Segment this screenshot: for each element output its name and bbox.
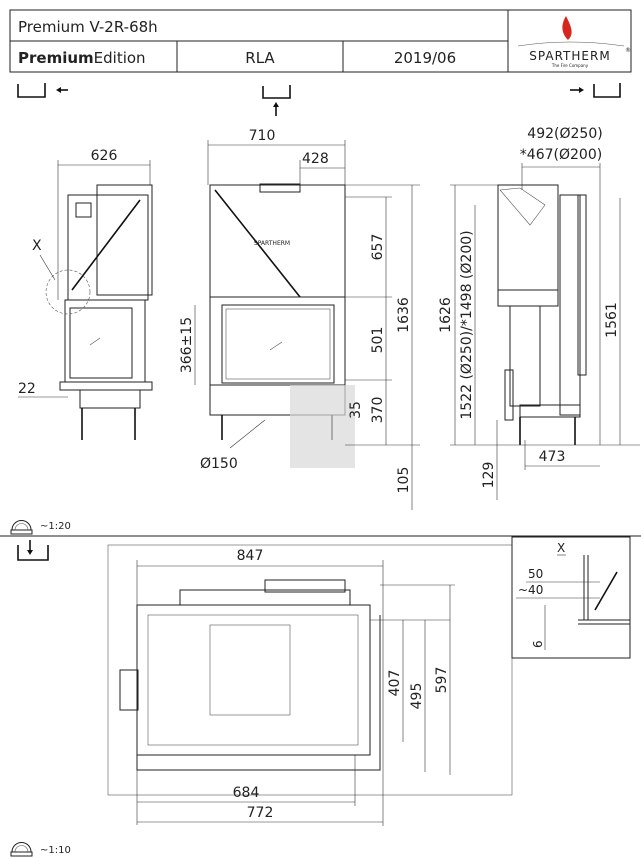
dim-847: 847: [237, 548, 264, 564]
detail-marker-x: X: [32, 238, 42, 254]
plan-view: 847 407 495 597 684 772: [107, 544, 513, 826]
right-side-view: 492(Ø250) *467(Ø200) 1626 1522 (Ø250)/*1…: [438, 126, 640, 500]
scale-icon: [10, 520, 33, 535]
svg-text:SPARTHERM: SPARTHERM: [529, 49, 610, 63]
dim-428: 428: [302, 151, 329, 167]
detail-dim-40: ~40: [518, 583, 543, 597]
dim-710: 710: [249, 128, 276, 144]
model-name: Premium V-2R-68h: [18, 18, 158, 36]
dim-407: 407: [387, 670, 403, 697]
left-side-view: 626 X 22: [18, 148, 153, 440]
scale-1-10: ~1:10: [40, 845, 71, 856]
dim-370: 370: [370, 397, 386, 424]
svg-text:SPARTHERM: SPARTHERM: [254, 240, 290, 247]
view-left-icon: [17, 83, 68, 98]
view-front-icon: [262, 85, 291, 116]
dim-1522: 1522 (Ø250)/*1498 (Ø200): [459, 230, 475, 419]
watermark: [290, 385, 355, 468]
detail-x-label: X: [557, 541, 565, 555]
dim-467: *467(Ø200): [520, 147, 602, 163]
scale-1-20: ~1:20: [40, 521, 71, 532]
dim-129: 129: [481, 462, 497, 489]
title-block: Premium V-2R-68h PremiumEdition RLA 2019…: [9, 9, 632, 73]
dim-1561: 1561: [604, 302, 620, 338]
dim-35: 35: [348, 401, 364, 419]
dim-492: 492(Ø250): [527, 126, 602, 142]
dim-1636: 1636: [396, 297, 412, 333]
scale-icon-bottom: [10, 842, 33, 857]
detail-x-box: X 50 ~40 6: [511, 536, 631, 659]
edition-label: PremiumEdition: [18, 49, 146, 67]
dim-657: 657: [370, 234, 386, 261]
spartherm-logo: SPARTHERM ® The Fire Company: [517, 16, 631, 68]
flame-icon: [562, 16, 572, 40]
dim-366: 366±15: [179, 317, 195, 373]
variant-label: RLA: [245, 49, 275, 67]
dim-626: 626: [91, 148, 118, 164]
dim-495: 495: [409, 683, 425, 710]
dim-597: 597: [434, 667, 450, 694]
detail-dim-6: 6: [531, 640, 545, 648]
dim-684: 684: [233, 785, 260, 801]
detail-dim-50: 50: [528, 567, 543, 581]
dim-772: 772: [247, 805, 274, 821]
dim-105: 105: [396, 467, 412, 494]
front-view: SPARTHERM 710 428 657 501 370 1636 105 3…: [179, 128, 420, 510]
dim-473: 473: [539, 449, 566, 465]
dim-22: 22: [18, 381, 36, 397]
dim-ø150: Ø150: [200, 456, 238, 472]
dim-1626: 1626: [438, 297, 454, 333]
svg-text:®: ®: [625, 47, 631, 54]
view-right-icon: [570, 83, 621, 98]
svg-text:The Fire Company: The Fire Company: [551, 63, 589, 68]
date-label: 2019/06: [394, 49, 456, 67]
dim-501: 501: [370, 327, 386, 354]
view-top-icon: [17, 540, 49, 561]
